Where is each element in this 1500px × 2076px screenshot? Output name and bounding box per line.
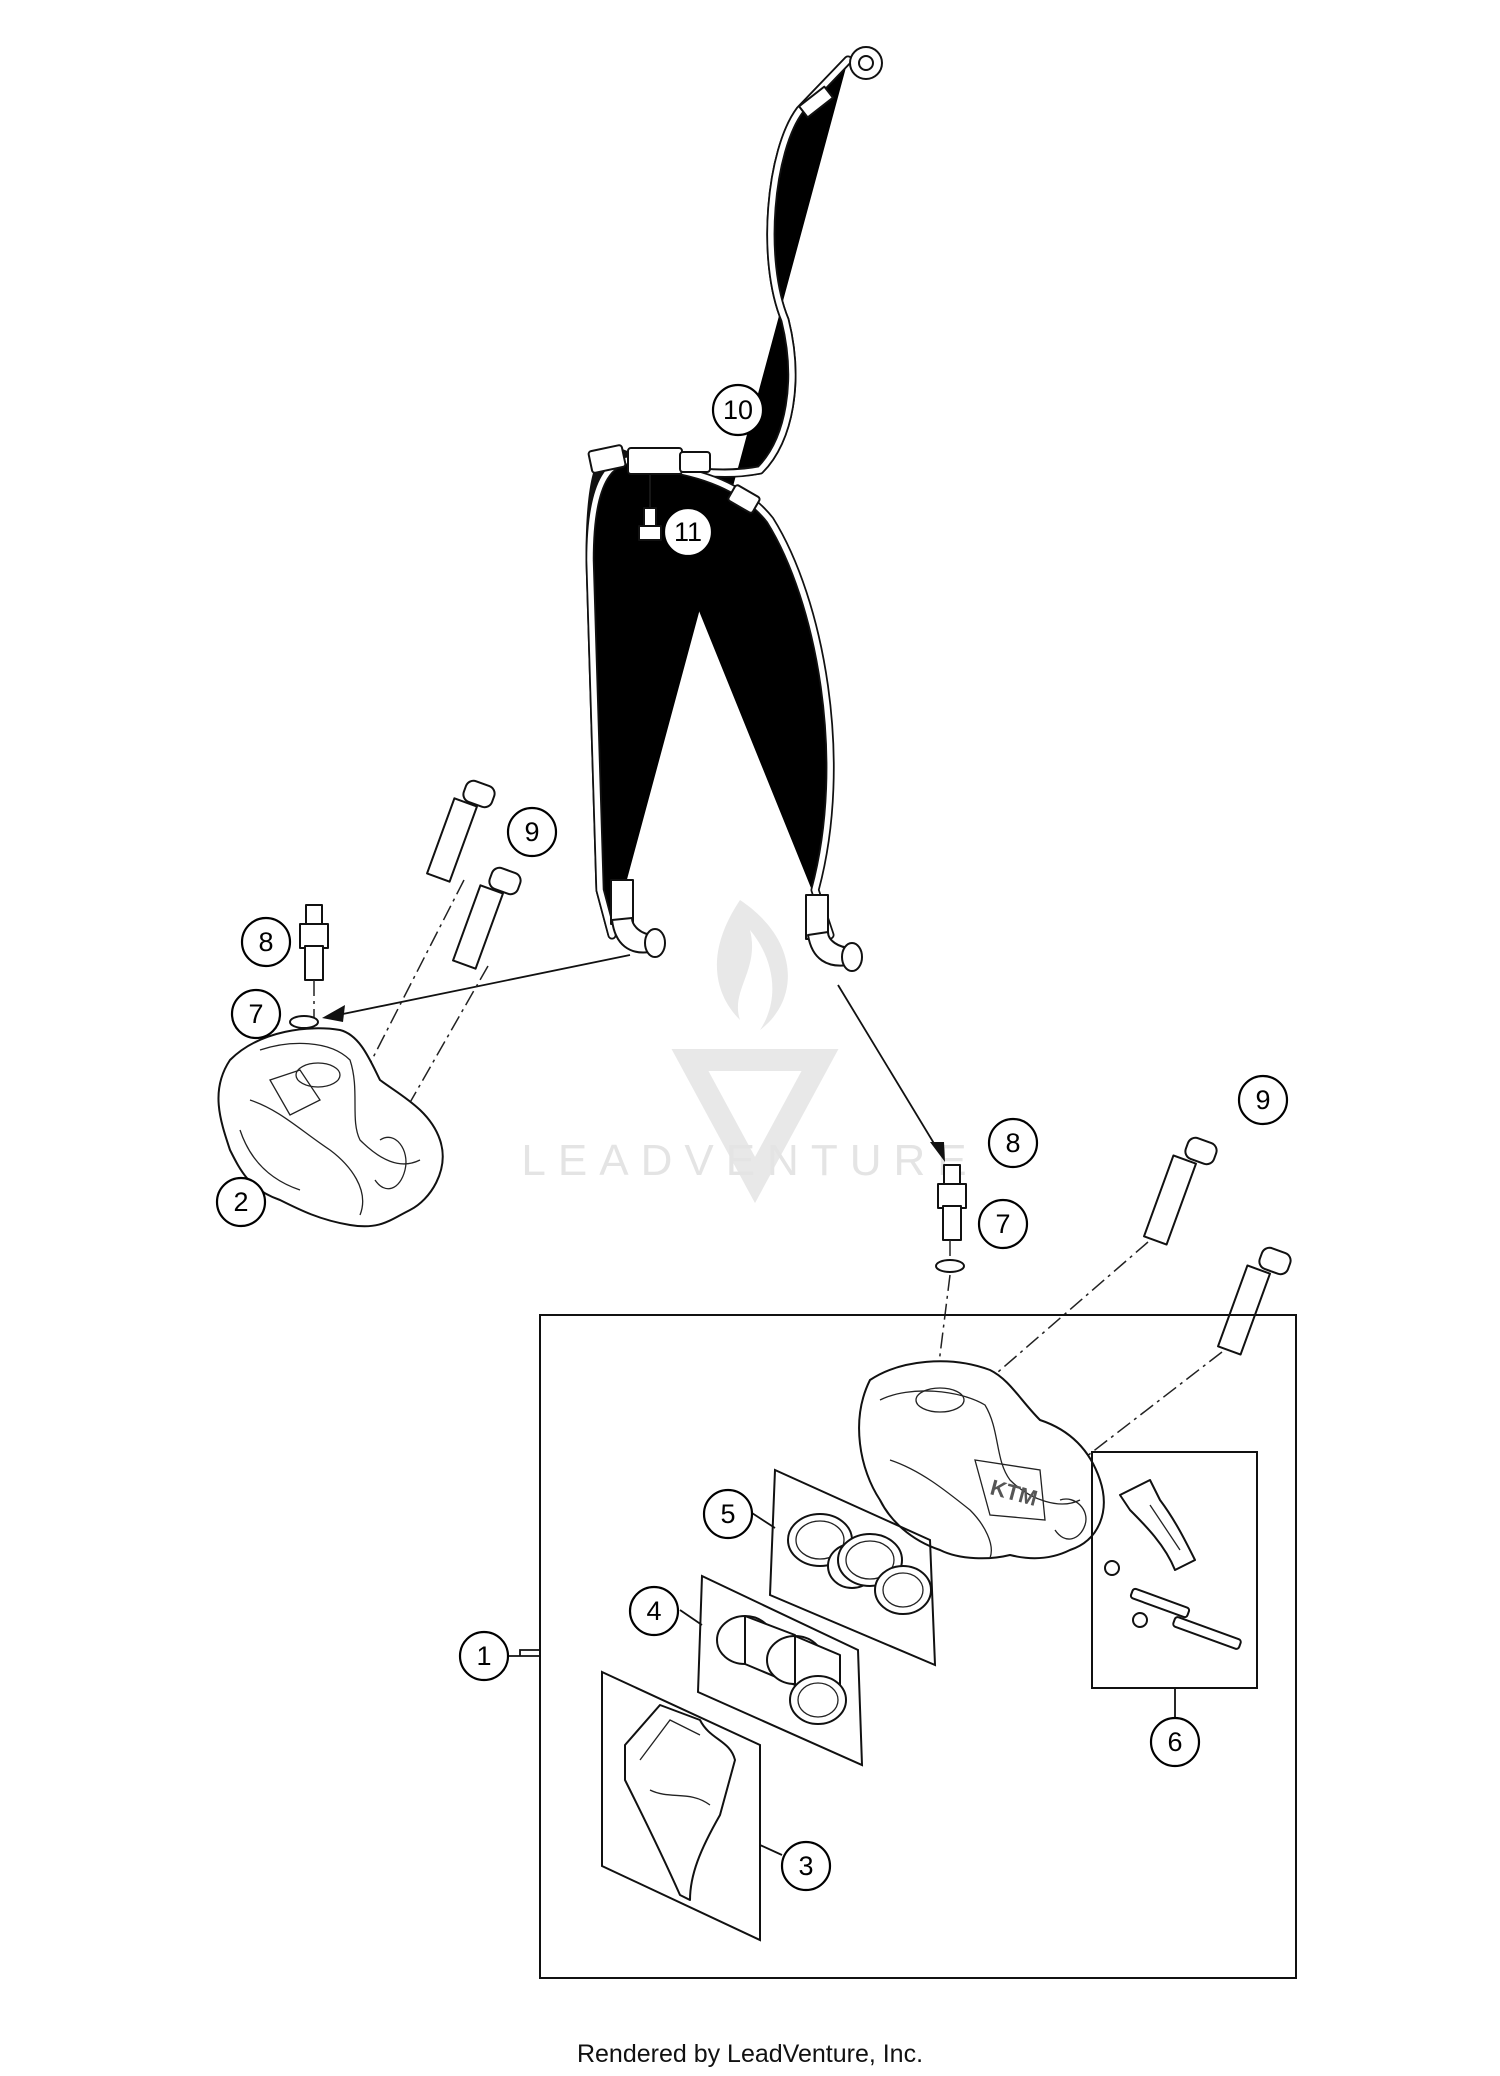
left-bleeder-valve [299, 904, 329, 981]
right-caliper-body: KTM [858, 1360, 1105, 1560]
footer-credit: Rendered by LeadVenture, Inc. [576, 2040, 924, 2068]
caliper-kit-box [539, 1314, 1297, 1979]
watermark-brand: LEADVENTURE [521, 1136, 978, 1185]
svg-text:9: 9 [524, 817, 539, 847]
callout-7-right: 7 [977, 1198, 1029, 1250]
right-guide-pin-1 [1143, 1136, 1218, 1246]
svg-text:7: 7 [248, 999, 263, 1029]
callout-8-left: 8 [240, 916, 292, 968]
svg-text:5: 5 [720, 1499, 735, 1529]
left-guide-pin-1 [426, 779, 496, 883]
piston-kit [679, 1574, 864, 1767]
right-bleeder-valve [937, 1164, 967, 1241]
svg-text:6: 6 [1167, 1727, 1182, 1757]
svg-text:9: 9 [1255, 1085, 1270, 1115]
svg-text:11: 11 [674, 517, 702, 547]
watermark: LEADVENTURE [521, 900, 978, 1204]
callout-11: 11 [662, 506, 714, 558]
callout-10: 10 [711, 383, 765, 437]
right-guide-pin-2 [1217, 1246, 1292, 1356]
left-seal-ring [289, 1015, 319, 1029]
banjo-fitting [798, 46, 883, 119]
bracket-bolt [638, 475, 662, 541]
callout-6: 6 [1149, 1716, 1201, 1768]
callout-7-left: 7 [230, 988, 282, 1040]
svg-text:3: 3 [798, 1851, 813, 1881]
callout-4: 4 [628, 1585, 680, 1637]
right-seal-ring [935, 1259, 965, 1273]
left-caliper-group [217, 779, 522, 1228]
svg-text:4: 4 [646, 1596, 661, 1626]
brake-hose [590, 60, 848, 935]
callout-9-left: 9 [506, 806, 558, 858]
svg-text:1: 1 [476, 1641, 491, 1671]
svg-text:10: 10 [723, 395, 753, 425]
seal-kit [751, 1468, 937, 1667]
hose-bracket [587, 444, 761, 514]
svg-text:7: 7 [995, 1209, 1010, 1239]
callout-1: 1 [458, 1630, 510, 1682]
caliper-hardware-kit [1091, 1451, 1258, 1718]
kit-box-bracket [519, 1649, 540, 1656]
callout-5: 5 [702, 1488, 754, 1540]
callout-3: 3 [780, 1840, 832, 1892]
hose-end-right [805, 894, 863, 972]
callout-8-right: 8 [987, 1117, 1039, 1169]
callout-2: 2 [215, 1176, 267, 1228]
svg-text:2: 2 [233, 1187, 248, 1217]
callout-9-right: 9 [1237, 1074, 1289, 1126]
svg-text:8: 8 [258, 927, 273, 957]
hose-end-left [610, 879, 666, 958]
assembly-arrows [322, 954, 945, 1162]
left-guide-pin-2 [452, 866, 522, 970]
svg-text:8: 8 [1005, 1128, 1020, 1158]
brake-pad-kit [601, 1670, 783, 1942]
